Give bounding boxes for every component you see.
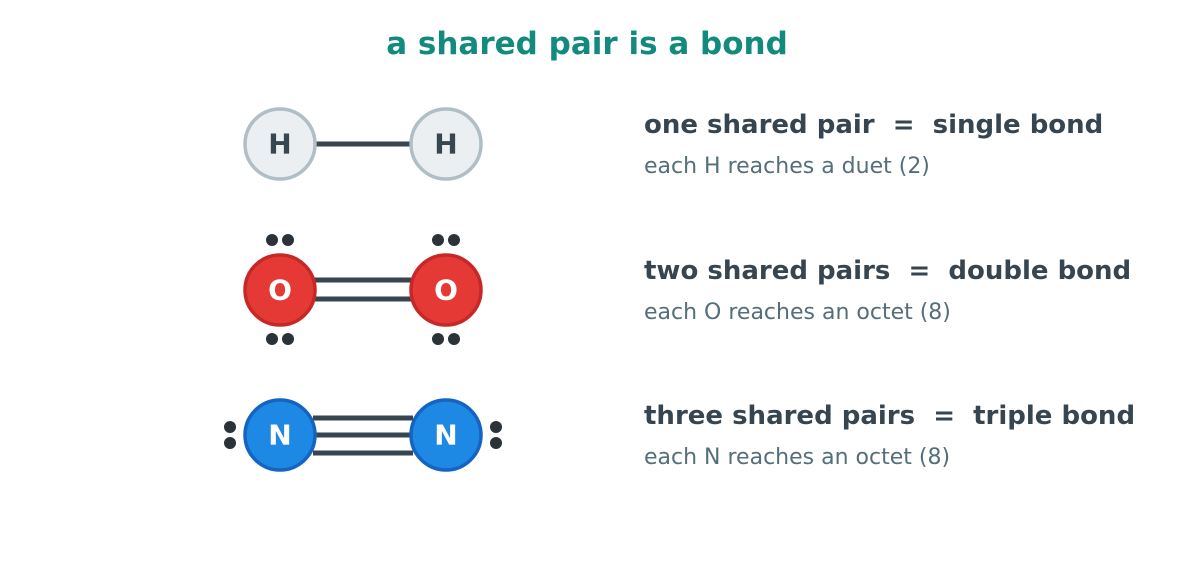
double-bond-caption: each O reaches an octet (8) xyxy=(644,300,951,325)
atom-label-n-left: N xyxy=(268,419,291,452)
row-single-bond-text: one shared pair = single bond each H rea… xyxy=(644,108,1103,182)
double-bond-heading: two shared pairs = double bond xyxy=(644,256,1132,286)
diagram-title: a shared pair is a bond xyxy=(386,26,788,62)
molecule-o2: O O xyxy=(243,234,483,345)
lone-pair-o-right-bottom xyxy=(432,333,460,345)
triple-bond-heading: three shared pairs = triple bond xyxy=(644,401,1136,431)
single-bond-heading: one shared pair = single bond xyxy=(644,110,1104,140)
atom-label-o-left: O xyxy=(268,274,292,307)
atom-h-left xyxy=(243,107,317,181)
molecule-h2: H H xyxy=(243,107,483,181)
lone-pair-o-left-bottom xyxy=(266,333,294,345)
lone-pair-n-right xyxy=(490,421,502,449)
triple-bond-caption: each N reaches an octet (8) xyxy=(644,445,951,470)
row-triple-bond-text: three shared pairs = triple bond each N … xyxy=(644,399,1135,473)
atom-n-right xyxy=(409,398,483,472)
lone-pair-o-left-top xyxy=(266,234,294,246)
molecule-diagrams: H H O O N N xyxy=(224,107,502,472)
atom-label-n-right: N xyxy=(434,419,457,452)
lone-pair-o-right-top xyxy=(432,234,460,246)
atom-o-left xyxy=(243,253,317,327)
atom-label-h-right: H xyxy=(434,128,457,161)
lone-pair-n-left xyxy=(224,421,236,449)
atom-n-left xyxy=(243,398,317,472)
atom-label-o-right: O xyxy=(434,274,458,307)
atom-label-h-left: H xyxy=(268,128,291,161)
row-double-bond-text: two shared pairs = double bond each O re… xyxy=(644,254,1131,328)
single-bond-caption: each H reaches a duet (2) xyxy=(644,154,930,179)
atom-o-right xyxy=(409,253,483,327)
molecule-n2: N N xyxy=(224,398,502,472)
atom-h-right xyxy=(409,107,483,181)
